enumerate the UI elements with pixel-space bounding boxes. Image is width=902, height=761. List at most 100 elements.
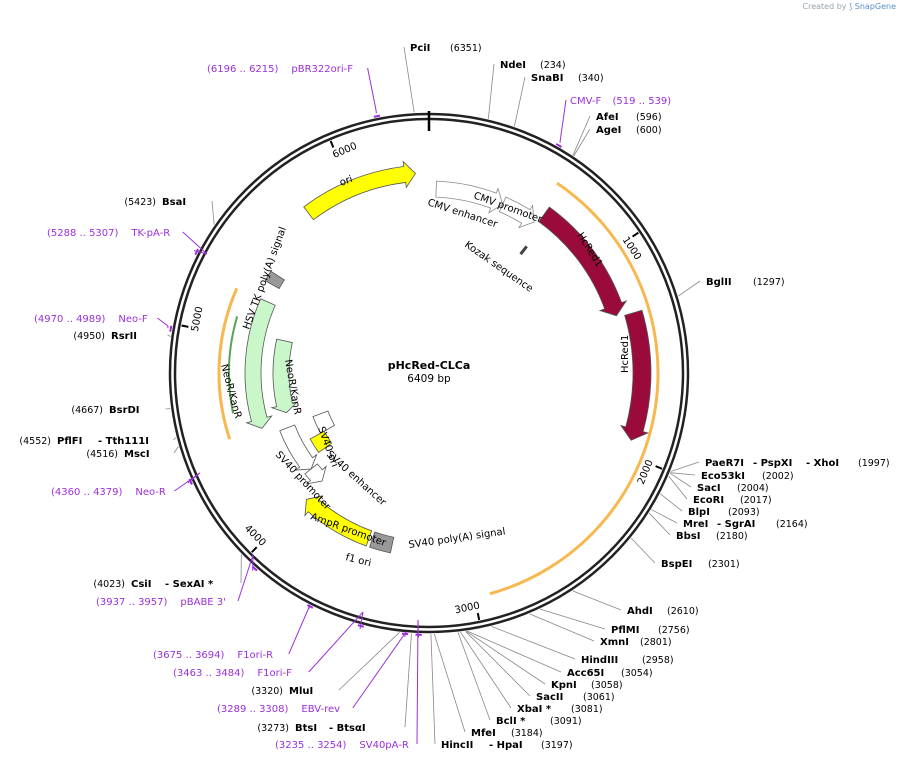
- site-leader: [651, 509, 678, 524]
- primer-range: (3289 .. 3308): [217, 704, 289, 715]
- site-leader: [573, 128, 591, 157]
- restriction-site[interactable]: (4667)BsrDI: [71, 405, 139, 416]
- site-leader: [660, 493, 683, 512]
- restriction-site[interactable]: (3320)MluI: [251, 686, 313, 697]
- restriction-site[interactable]: BspEI(2301): [661, 559, 740, 570]
- ori-label: ori: [338, 174, 354, 189]
- primer[interactable]: (6196 .. 6215)pBR322ori-F: [207, 64, 381, 118]
- sv40-polya-label: SV40 poly(A) signal: [408, 526, 506, 550]
- site-name: BsrDI: [109, 405, 140, 416]
- sv40-enhancer-feature[interactable]: [312, 410, 336, 434]
- site-position: (3197): [541, 740, 573, 751]
- primer-bind-mark: [251, 565, 258, 572]
- restriction-site[interactable]: MreI- SgrAI(2164): [683, 519, 808, 530]
- primer[interactable]: (4360 .. 4379)Neo-R: [51, 472, 201, 498]
- restriction-site[interactable]: SnaBI(340): [531, 73, 604, 84]
- site-position: (2004): [737, 483, 769, 494]
- restriction-site[interactable]: EcoRI(2017): [693, 495, 772, 506]
- restriction-site[interactable]: Acc65I(3054): [567, 668, 653, 679]
- primer[interactable]: CMV-F(519 .. 539): [555, 96, 671, 148]
- restriction-site[interactable]: (5423)BsaI: [124, 197, 186, 208]
- restriction-site[interactable]: MfeI (3184): [471, 728, 543, 739]
- site-name: SacI: [697, 483, 721, 494]
- hsv-tk-feature[interactable]: [264, 270, 285, 290]
- restriction-site[interactable]: XmnI(2801): [600, 637, 672, 648]
- restriction-site[interactable]: SacII(3061): [536, 692, 615, 703]
- site-position: (596): [636, 112, 662, 123]
- site-name: PaeR7I: [705, 458, 744, 469]
- restriction-site[interactable]: AhdI(2610): [627, 606, 699, 617]
- sv40-polya-feature[interactable]: [369, 531, 395, 554]
- restriction-site[interactable]: HincII- HpaI(3197): [441, 740, 573, 751]
- site-leader: [514, 76, 526, 127]
- site-name: MfeI: [471, 728, 496, 739]
- restriction-site[interactable]: BglII(1297): [706, 277, 785, 288]
- restriction-site[interactable]: BbsI(2180): [676, 531, 748, 542]
- restriction-site[interactable]: AgeI(600): [596, 125, 662, 136]
- restriction-site[interactable]: SacI (2004): [697, 483, 769, 494]
- site-name: PflMI: [611, 625, 639, 636]
- primer-bind-mark: [194, 248, 200, 256]
- hcred1-b-label: HcRed1: [620, 335, 631, 373]
- tick-label: 6000: [331, 141, 359, 161]
- site-leader: [173, 437, 177, 441]
- restriction-site[interactable]: PflMI(2756): [611, 625, 690, 636]
- site-name-2: - PspXI: [753, 458, 792, 469]
- site-leader: [404, 633, 412, 728]
- restriction-site[interactable]: PciI(6351): [410, 43, 482, 54]
- restriction-site[interactable]: PaeR7I- PspXI- XhoI(1997): [705, 458, 890, 469]
- primer-range: (3235 .. 3254): [275, 740, 347, 751]
- tick-label: 4000: [242, 523, 268, 549]
- ampr-promoter-feature[interactable]: [304, 463, 327, 485]
- cmv-promoter-feature[interactable]: [498, 196, 535, 229]
- restriction-site[interactable]: NdeI(234): [500, 60, 566, 71]
- neor-inner-feature[interactable]: [270, 338, 299, 414]
- restriction-site[interactable]: (4516)MscI: [86, 449, 149, 460]
- f1-ori-feature[interactable]: [304, 495, 373, 547]
- primer-name: pBR322ori-F: [291, 64, 353, 75]
- restriction-site[interactable]: (4950)RsrII: [73, 331, 137, 342]
- primer[interactable]: (4970 .. 4989)Neo-F: [34, 314, 173, 332]
- site-position: (3320): [251, 686, 283, 697]
- kozak-mark: [519, 245, 528, 256]
- site-name-2: - SgrAI: [717, 519, 755, 530]
- primer[interactable]: (3463 .. 3484)F1ori-F: [173, 611, 365, 679]
- primer[interactable]: (3235 .. 3254)SV40pA-R: [275, 619, 422, 751]
- ori-feature[interactable]: [303, 160, 416, 221]
- primer[interactable]: (3937 .. 3957)pBABE 3': [96, 554, 258, 608]
- site-leader: [670, 461, 700, 472]
- site-leader: [529, 613, 595, 642]
- primer[interactable]: (3289 .. 3308)EBV-rev: [217, 631, 409, 715]
- restriction-site[interactable]: (3273)BtsI- BtsαI: [257, 723, 365, 734]
- site-position: (2093): [728, 507, 760, 518]
- restriction-site[interactable]: HindIII(2958): [581, 655, 674, 666]
- restriction-site[interactable]: BclI *(3091): [496, 716, 582, 727]
- primer-name: F1ori-F: [257, 668, 292, 679]
- primer[interactable]: (5288 .. 5307)TK-pA-R: [47, 228, 208, 256]
- site-position: (2958): [642, 655, 674, 666]
- site-position: (3184): [511, 728, 543, 739]
- hcred1-a-feature[interactable]: [538, 206, 628, 317]
- site-position: (1997): [858, 458, 890, 469]
- restriction-site[interactable]: Eco53kI(2002): [701, 471, 794, 482]
- site-position: (4516): [86, 449, 118, 460]
- cmv-enhancer-feature[interactable]: [435, 180, 504, 214]
- ampr-promoter-label: AmpR promoter: [309, 511, 388, 549]
- restriction-site[interactable]: (4023)CsiI- SexAI *: [93, 579, 214, 590]
- restriction-site[interactable]: KpnI(3058): [551, 680, 623, 691]
- restriction-site[interactable]: XbaI *(3081): [517, 704, 603, 715]
- hcred1-b-feature[interactable]: [619, 309, 652, 441]
- tick-mark: [251, 546, 258, 553]
- restriction-site[interactable]: BlpI(2093): [688, 507, 760, 518]
- neor-outer-feature[interactable]: [244, 298, 276, 429]
- restriction-site[interactable]: AfeI(596): [596, 112, 662, 123]
- primer[interactable]: (3675 .. 3694)F1ori-R: [153, 604, 314, 661]
- plasmid-backbone: [168, 111, 690, 634]
- tick-mark: [476, 612, 481, 621]
- primer-bind-mark: [306, 604, 314, 609]
- site-name: BglII: [706, 277, 732, 288]
- site-position: (3058): [591, 680, 623, 691]
- site-position: (234): [540, 60, 566, 71]
- sv40-promoter-feature[interactable]: [279, 424, 318, 471]
- restriction-site[interactable]: (4552)PflFI- Tth111I: [19, 436, 149, 447]
